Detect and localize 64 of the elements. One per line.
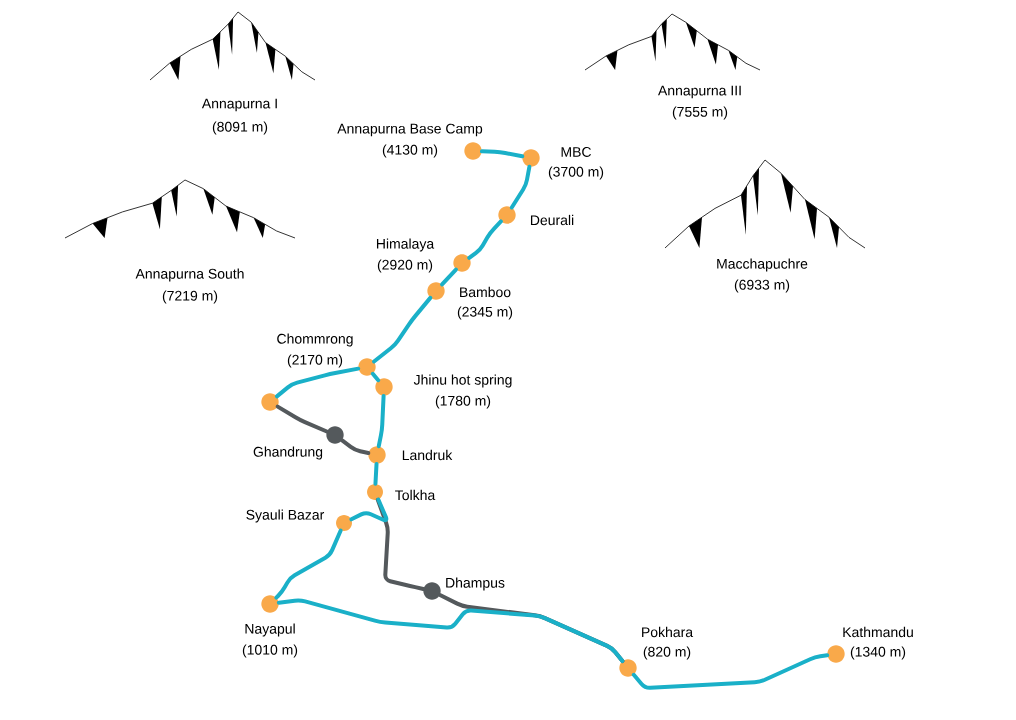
- trail-line: [340, 438, 371, 455]
- trail-line: [275, 404, 329, 434]
- stop-dot: [464, 142, 482, 160]
- trail-line: [276, 598, 625, 663]
- stop-dot: [427, 282, 445, 300]
- altitude-label: (4130 m): [382, 144, 438, 158]
- trail-line: [372, 295, 433, 364]
- stop-dot: [358, 358, 376, 376]
- altitude-label: (2920 m): [377, 259, 433, 273]
- place-name: Jhinu hot spring: [413, 374, 512, 388]
- place-name: Dhampus: [446, 577, 505, 591]
- trail-line: [440, 267, 458, 287]
- place-name: Pokhara: [642, 626, 694, 638]
- altitude-label: (6933 m): [734, 279, 790, 293]
- altitude-label: (1340 m): [850, 646, 906, 660]
- trail-junction-dot: [423, 582, 441, 600]
- mountain-name: Annapurna III: [658, 85, 741, 99]
- stop-dot: [453, 254, 471, 272]
- stop-dot: [522, 149, 540, 167]
- trail-line: [479, 149, 525, 159]
- place-name: Chommrong: [277, 333, 353, 347]
- trail-line: [509, 164, 532, 210]
- altitude-label: (7555 m): [672, 106, 728, 120]
- altitude-label: (1010 m): [242, 644, 298, 658]
- stop-dot: [336, 515, 352, 531]
- trail-junction-dot: [326, 426, 344, 444]
- trail-line: [631, 653, 830, 690]
- stop-dot: [619, 659, 637, 677]
- trail-line: [274, 366, 361, 399]
- stop-dot: [375, 378, 393, 396]
- mountain-name: Annapurna I: [201, 98, 277, 112]
- altitude-label: (2345 m): [457, 306, 513, 320]
- trail-line: [375, 497, 426, 591]
- altitude-label: (8091 m): [212, 121, 268, 135]
- place-name: Himalaya: [377, 238, 435, 252]
- place-name: Syauli Bazar: [246, 509, 325, 523]
- trail-line: [349, 497, 389, 523]
- place-name: Nayapul: [245, 623, 295, 637]
- place-name: Ghandrung: [253, 446, 323, 460]
- place-name: Kathmandu: [843, 626, 913, 638]
- trail-line: [376, 393, 386, 449]
- stop-dot: [827, 645, 845, 663]
- place-name: Deurali: [531, 214, 574, 226]
- trail-line: [274, 528, 343, 600]
- place-name: Landruk: [402, 449, 453, 461]
- place-name: Annapurna Base Camp: [337, 123, 483, 137]
- stop-dot: [498, 206, 516, 224]
- trail-line: [467, 219, 503, 260]
- stop-dot: [367, 484, 383, 500]
- stop-dot: [368, 446, 386, 464]
- altitude-label: (3700 m): [548, 166, 604, 180]
- mountain-name: Macchapuchre: [717, 258, 808, 272]
- altitude-label: (820 m): [643, 646, 691, 660]
- stop-dot: [261, 595, 279, 613]
- altitude-label: (2170 m): [287, 354, 343, 368]
- mountain-name: Annapurna South: [135, 268, 244, 282]
- place-name: MBC: [561, 147, 592, 157]
- place-name: Tolkha: [395, 489, 436, 501]
- trail-line: [373, 461, 379, 486]
- trail-line: [370, 371, 381, 383]
- place-name: Bamboo: [460, 286, 511, 298]
- altitude-label: (7219 m): [162, 290, 218, 304]
- stop-dot: [261, 393, 279, 411]
- altitude-label: (1780 m): [435, 395, 491, 409]
